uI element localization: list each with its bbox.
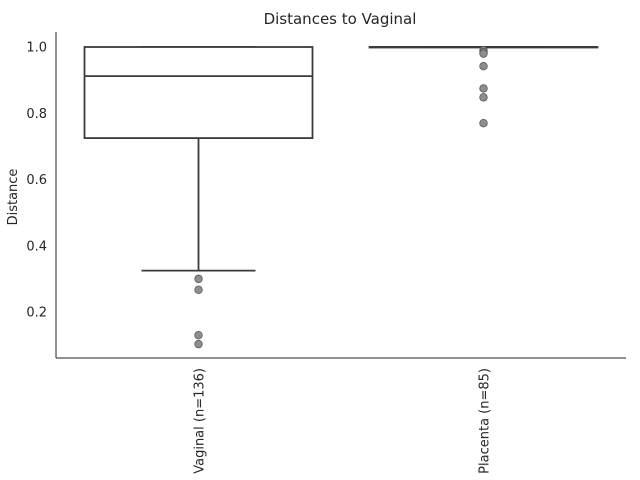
outlier-point	[194, 330, 203, 340]
x-tick-label: Placenta (n=85)	[478, 368, 493, 474]
boxplot-group	[83, 46, 314, 349]
outlier-point	[479, 49, 488, 58]
y-tick-label: 0.2	[26, 306, 47, 321]
outlier-point	[194, 274, 203, 284]
boxplots	[83, 46, 599, 349]
outlier-point	[194, 339, 203, 349]
outlier-point	[194, 285, 203, 295]
outlier-point	[479, 118, 488, 128]
y-tick-label: 1.0	[26, 41, 47, 56]
outlier-point	[479, 93, 488, 102]
outlier-point	[479, 84, 488, 93]
iqr-box	[83, 46, 314, 139]
y-tick-label: 0.6	[26, 173, 47, 188]
outlier-point	[479, 62, 488, 71]
x-ticks: Vaginal (n=136) Placenta (n=85)	[193, 368, 493, 474]
y-axis-label: Distance	[6, 169, 21, 226]
boxplot-group	[368, 46, 599, 128]
x-tick-label: Vaginal (n=136)	[193, 368, 208, 474]
y-tick-label: 0.8	[26, 107, 47, 122]
y-ticks: 0.2 0.4 0.6 0.8 1.0	[26, 41, 47, 321]
y-tick-label: 0.4	[26, 239, 47, 254]
chart-title: Distances to Vaginal	[264, 10, 417, 28]
